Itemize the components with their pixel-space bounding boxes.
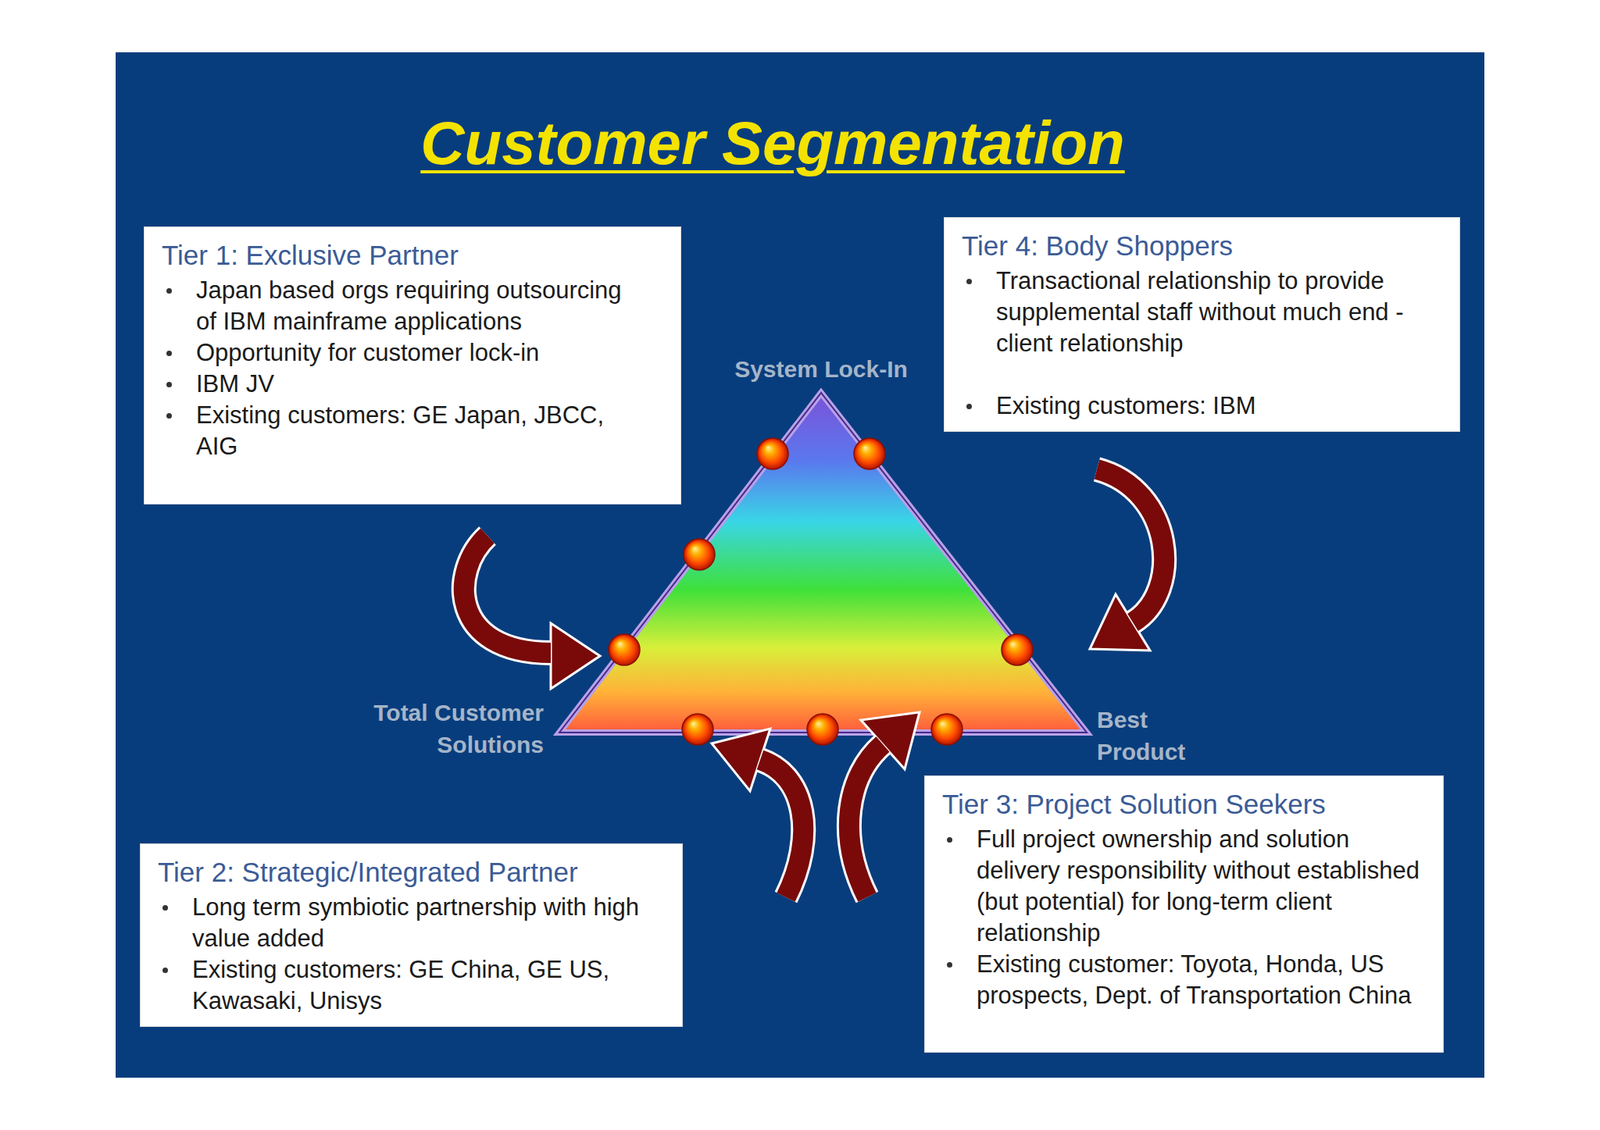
tier-heading: Tier 1: Exclusive Partner — [161, 239, 644, 272]
bullet-dot — [166, 350, 172, 357]
bullet-text: Opportunity for customer lock-in — [196, 337, 644, 369]
bullet-row: Existing customers: GE China, GE US, Kaw… — [157, 954, 655, 1018]
bullet-dot — [166, 413, 172, 419]
bullet-row: Existing customers: GE Japan, JBCC, AIG — [161, 400, 644, 463]
bullet-row: Existing customers: IBM — [961, 390, 1444, 422]
bullet-text: Existing customer: Toyota, Honda, US pro… — [976, 949, 1432, 1012]
bullet-row: Opportunity for customer lock-in — [161, 337, 644, 369]
bullet-dot — [946, 837, 953, 843]
bullet-text: Japan based orgs requiring outsourcing o… — [196, 275, 644, 338]
bullet-dot — [166, 288, 172, 294]
bullet-row: Long term symbiotic partnership with hig… — [157, 892, 655, 955]
vertex-label: Best Product — [1096, 703, 1222, 768]
title: Customer Segmentation — [0, 107, 1546, 179]
panel — [115, 52, 1485, 1079]
vertex-label: Total Customer Solutions — [340, 696, 544, 761]
bullet-text: Full project ownership and solution deli… — [976, 824, 1432, 950]
bullet-dot — [966, 278, 972, 285]
bullet-row: Transactional relationship to provide su… — [961, 265, 1444, 360]
tier-box: Tier 4: Body ShoppersTransactional relat… — [943, 217, 1461, 433]
bullet-text: Existing customers: IBM — [996, 390, 1444, 422]
bullet-text: Existing customers: GE China, GE US, Kaw… — [192, 954, 655, 1018]
bullet-dot — [166, 382, 172, 388]
bullet-text: Long term symbiotic partnership with hig… — [192, 892, 655, 955]
tier-heading: Tier 3: Project Solution Seekers — [942, 788, 1432, 822]
bullet-row: Full project ownership and solution deli… — [942, 824, 1432, 950]
tier-box: Tier 3: Project Solution SeekersFull pro… — [924, 775, 1444, 1054]
bullet-dot — [162, 905, 168, 911]
vertex-label: System Lock-In — [703, 353, 939, 386]
bullet-row: Existing customer: Toyota, Honda, US pro… — [942, 949, 1432, 1012]
bullet-dot — [946, 962, 953, 968]
tier-heading: Tier 4: Body Shoppers — [961, 229, 1444, 263]
bullet-dot — [966, 403, 972, 410]
bullet-text: Transactional relationship to provide su… — [996, 265, 1444, 360]
bullet-dot — [162, 967, 168, 974]
tier-box: Tier 2: Strategic/Integrated PartnerLong… — [139, 843, 683, 1028]
bullet-text: Existing customers: GE Japan, JBCC, AIG — [196, 400, 644, 463]
tier-heading: Tier 2: Strategic/Integrated Partner — [157, 856, 655, 890]
bullet-text: IBM JV — [196, 368, 644, 400]
bullet-row: Japan based orgs requiring outsourcing o… — [161, 275, 644, 338]
tier-box: Tier 1: Exclusive PartnerJapan based org… — [143, 226, 682, 505]
bullet-row: IBM JV — [161, 368, 644, 400]
